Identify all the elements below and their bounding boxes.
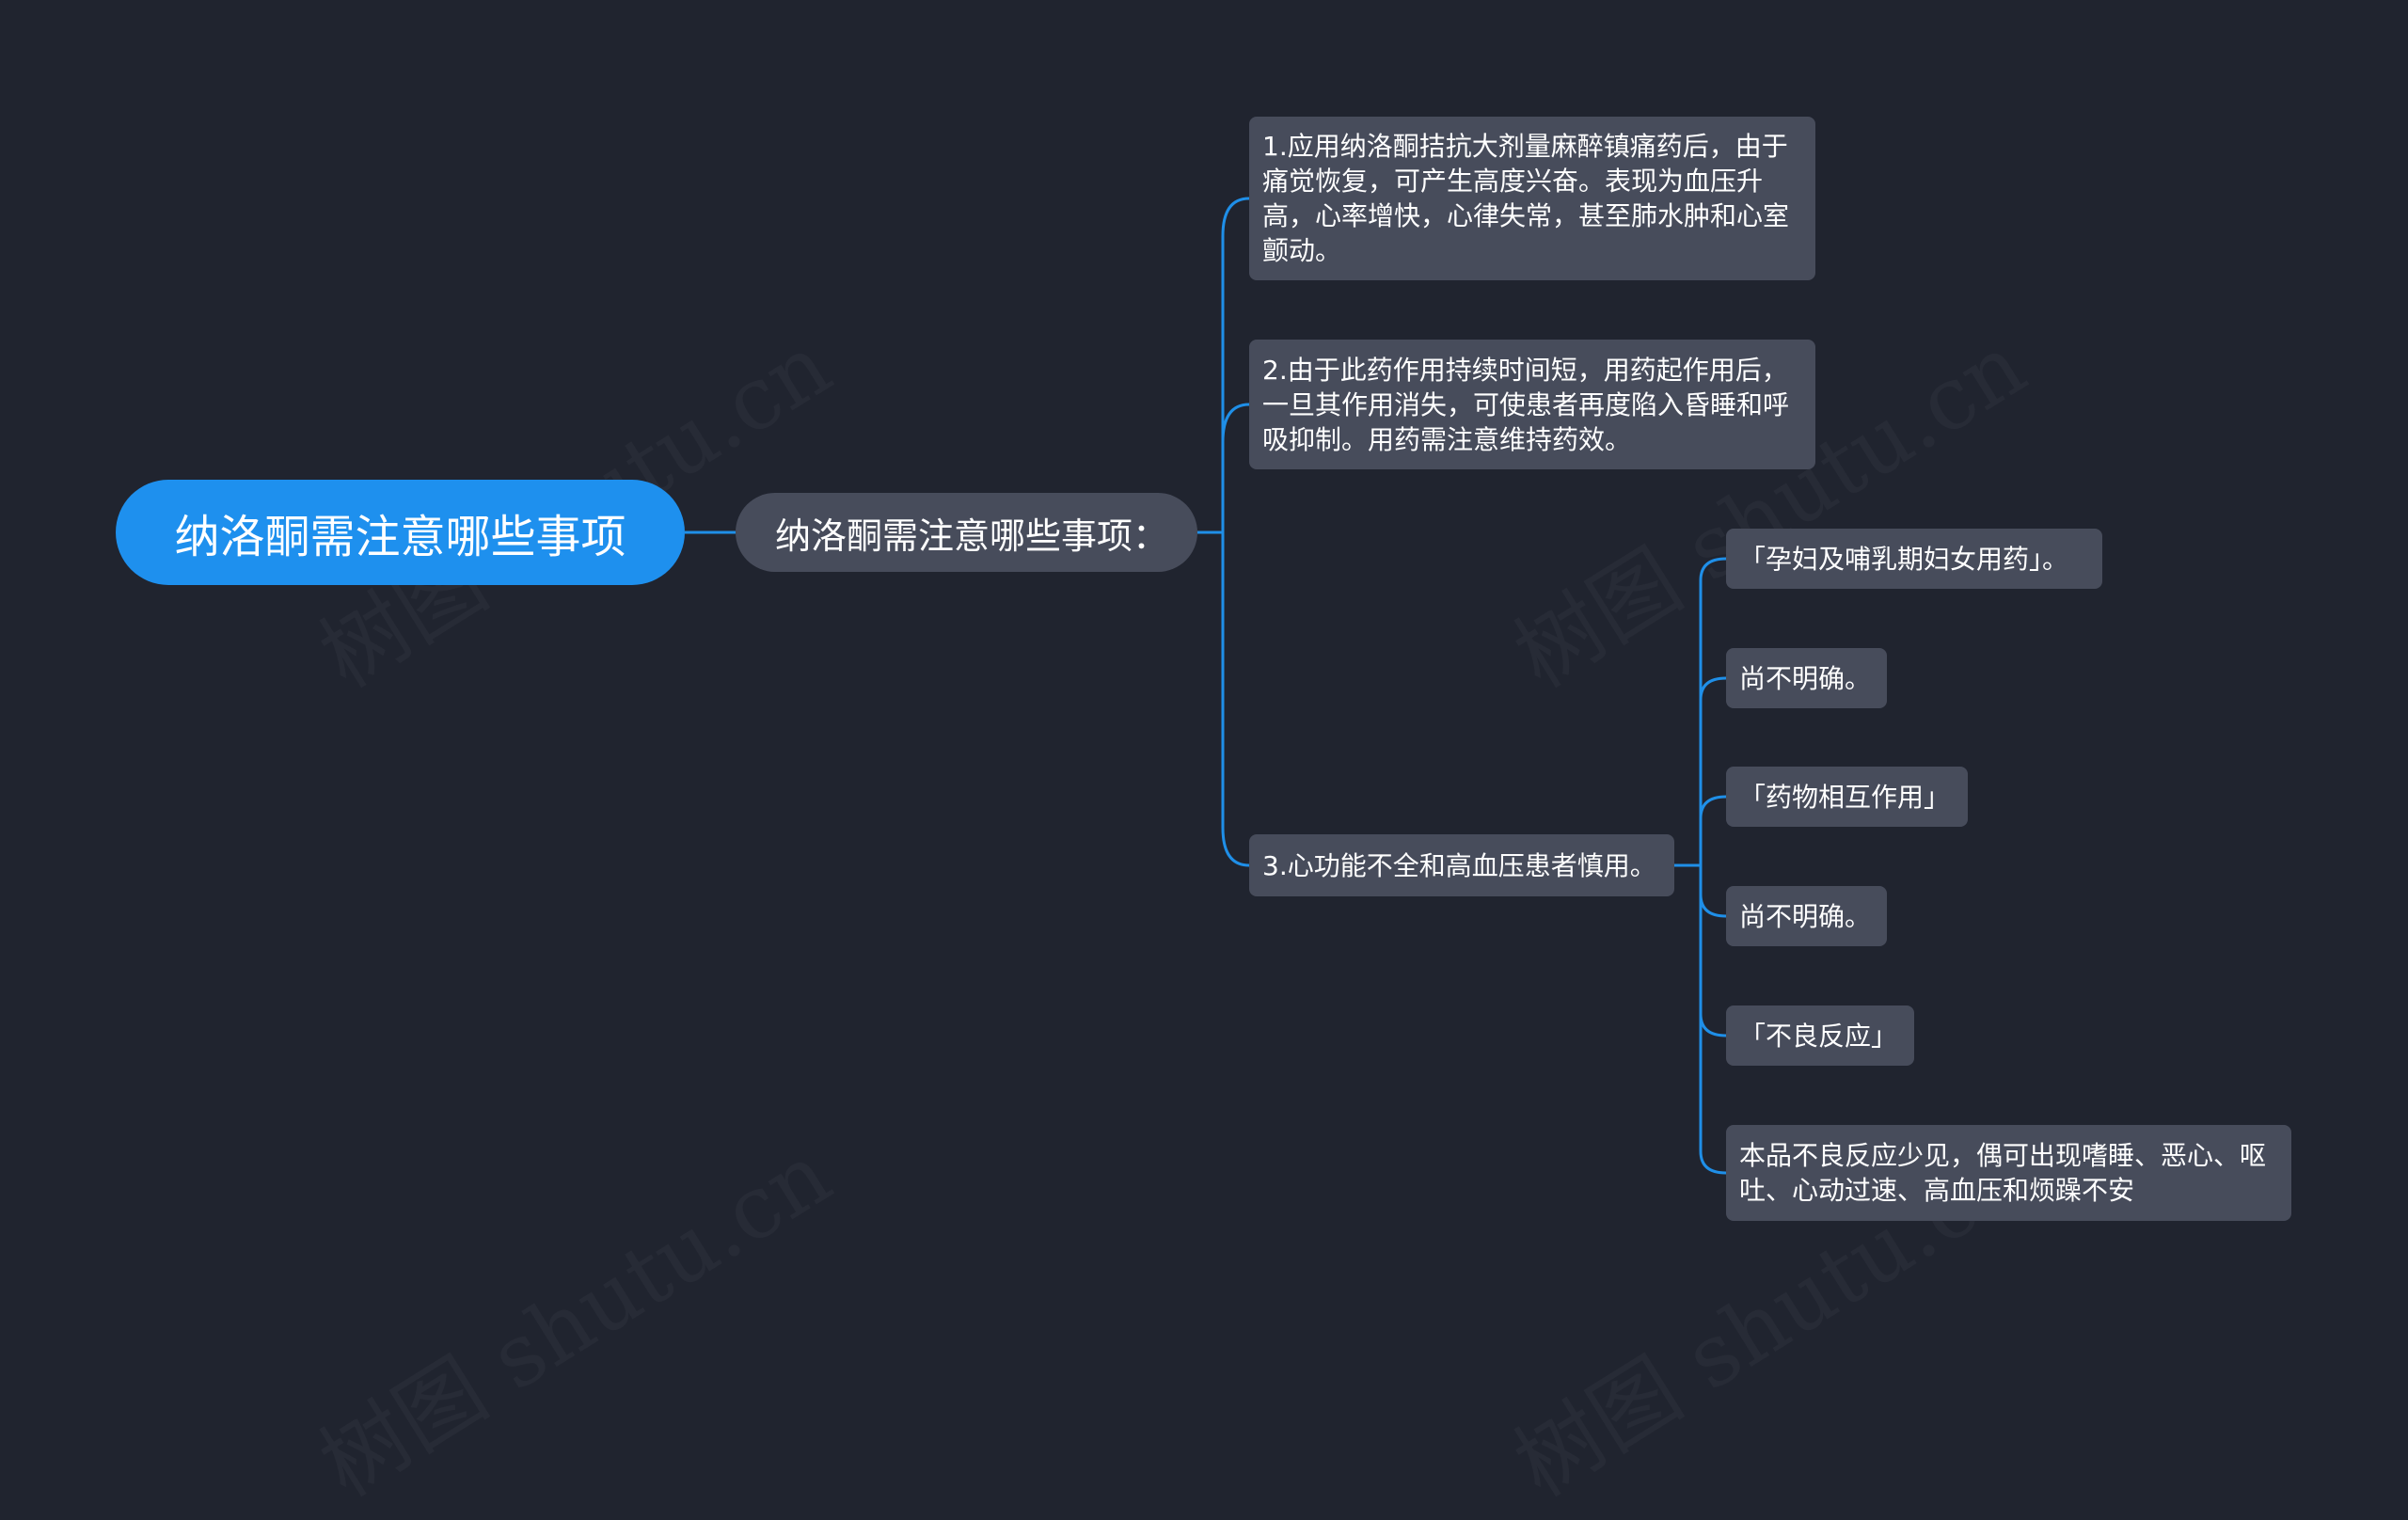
connector-item3-sub2	[1699, 676, 1727, 865]
item-node-1[interactable]: 1.应用纳洛酮拮抗大剂量麻醉镇痛药后，由于痛觉恢复，可产生高度兴奋。表现为血压升…	[1249, 117, 1815, 280]
sub-node-3-text: 「药物相互作用」	[1739, 781, 1951, 813]
sub-node-5-text: 「不良反应」	[1739, 1020, 1898, 1052]
item-node-3[interactable]: 3.心功能不全和高血压患者慎用。	[1249, 834, 1674, 896]
sub-node-adverse-heading[interactable]: 「不良反应」	[1726, 1005, 1914, 1066]
mind-map: 树图 shutu.cn 树图 shutu.cn 树图 shutu.cn 树图 s…	[116, 117, 2291, 1221]
connector-branch-item1	[1221, 197, 1250, 532]
item-node-3-text: 3.心功能不全和高血压患者慎用。	[1262, 849, 1656, 881]
connector-item3-sub1	[1699, 557, 1727, 865]
connector-item3-sub6	[1699, 865, 1727, 1175]
sub-node-interaction-heading[interactable]: 「药物相互作用」	[1726, 767, 1968, 827]
connector-branch-item3	[1221, 532, 1250, 867]
sub-node-4-text: 尚不明确。	[1739, 900, 1872, 932]
sub-node-adverse-detail[interactable]: 本品不良反应少见，偶可出现嗜睡、恶心、呕吐、心动过速、高血压和烦躁不安	[1726, 1125, 2291, 1221]
root-node[interactable]: 纳洛酮需注意哪些事项	[116, 480, 685, 585]
connector-item3-sub3	[1699, 795, 1727, 865]
sub-node-interaction-detail[interactable]: 尚不明确。	[1726, 886, 1887, 946]
connector-item3-sub5	[1699, 865, 1727, 1037]
sub-node-6-text: 本品不良反应少见，偶可出现嗜睡、恶心、呕吐、心动过速、高血压和烦躁不安	[1739, 1140, 2267, 1206]
item-node-2[interactable]: 2.由于此药作用持续时间短，用药起作用后，一旦其作用消失，可使患者再度陷入昏睡和…	[1249, 340, 1815, 469]
sub-node-2-text: 尚不明确。	[1739, 662, 1872, 694]
connector-lines	[685, 197, 1727, 1175]
item-node-2-text: 2.由于此药作用持续时间短，用药起作用后，一旦其作用消失，可使患者再度陷入昏睡和…	[1262, 354, 1790, 455]
connector-item3-sub4	[1699, 865, 1727, 918]
connector-branch-item2	[1221, 403, 1250, 532]
sub-node-pregnancy-heading[interactable]: 「孕妇及哺乳期妇女用药」。	[1726, 529, 2102, 589]
sub-node-1-text: 「孕妇及哺乳期妇女用药」。	[1739, 543, 2069, 575]
item-node-1-text: 1.应用纳洛酮拮抗大剂量麻醉镇痛药后，由于痛觉恢复，可产生高度兴奋。表现为血压升…	[1262, 131, 1790, 266]
branch-node[interactable]: 纳洛酮需注意哪些事项：	[736, 493, 1197, 572]
sub-node-pregnancy-detail[interactable]: 尚不明确。	[1726, 648, 1887, 708]
